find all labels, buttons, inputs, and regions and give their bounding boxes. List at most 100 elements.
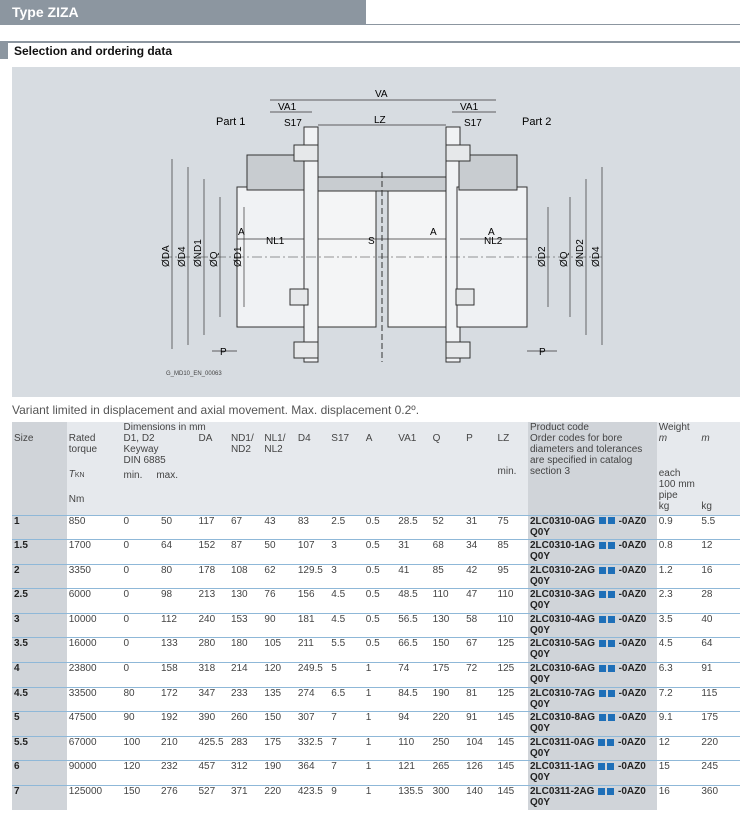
cell-lz: 145 xyxy=(495,760,528,786)
cell-weight-m2: 91 xyxy=(699,662,740,688)
header-nd-1: ND1/ xyxy=(230,433,254,444)
option-square-icon xyxy=(598,566,606,574)
cell-nl: 120 xyxy=(262,662,296,688)
header-kg1: kg xyxy=(658,501,670,512)
dim-q-left: ØQ xyxy=(209,251,220,267)
section-header: Selection and ordering data xyxy=(0,41,740,59)
header-pipe2: pipe xyxy=(658,490,678,501)
cell-a: 0.5 xyxy=(363,563,397,589)
cell-a: 1 xyxy=(363,785,397,811)
bolt-left-bottom xyxy=(293,341,319,359)
cell-d4: 107 xyxy=(295,539,330,565)
cell-min: 100 xyxy=(121,735,159,761)
cell-q: 265 xyxy=(430,760,465,786)
option-square-icon xyxy=(607,738,615,746)
header-dimensions: Dimensions in mm xyxy=(121,422,528,433)
dim-q-right: ØQ xyxy=(559,251,570,267)
cell-weight-m1: 0.8 xyxy=(656,539,700,565)
bolt-left-mid xyxy=(289,288,309,306)
cell-torque: 33500 xyxy=(66,686,122,712)
option-square-icon xyxy=(607,566,615,574)
cell-nd: 214 xyxy=(228,662,263,688)
cell-weight-m1: 16 xyxy=(656,785,700,811)
option-square-icon xyxy=(607,541,615,549)
cell-a: 1 xyxy=(363,760,397,786)
cell-max: 98 xyxy=(159,588,197,614)
code-suffix: -0AZ0 xyxy=(618,638,647,650)
cell-weight-m2: 40 xyxy=(699,612,740,638)
page-header: Type ZIZA xyxy=(0,0,366,25)
dim-d4-left: ØD4 xyxy=(177,246,188,267)
option-square-icon xyxy=(598,689,606,697)
cell-q: 300 xyxy=(430,785,465,811)
cell-max: 50 xyxy=(159,514,197,540)
header-tkn: TKN xyxy=(69,469,120,480)
table-header-row-2: Size Rated torque TKN Nm D1, D2 Keyway D… xyxy=(12,433,740,515)
coupling-drawing-svg: VA VA1 VA1 S17 S17 LZ Part 1 Part 2 A NL… xyxy=(161,89,603,377)
dim-nd2: ØND2 xyxy=(575,239,586,267)
cell-torque: 125000 xyxy=(66,785,122,811)
selection-table: Dimensions in mm Product code Weight Siz… xyxy=(12,422,740,811)
cell-da: 178 xyxy=(196,563,229,589)
option-square-icon xyxy=(598,640,606,648)
cell-d4: 274 xyxy=(295,686,330,712)
cell-q: 85 xyxy=(430,563,465,589)
cell-p: 72 xyxy=(464,662,496,688)
cell-nd: 233 xyxy=(228,686,263,712)
dim-da: ØDA xyxy=(161,245,172,267)
cell-nl: 150 xyxy=(262,711,296,737)
cell-weight-m1: 12 xyxy=(656,735,700,761)
code-prefix: 2LC0310-2AG xyxy=(529,564,596,576)
cell-nl: 50 xyxy=(262,539,296,565)
cell-size: 3.5 xyxy=(12,637,67,663)
cell-size: 2 xyxy=(12,563,67,589)
cell-size: 1 xyxy=(12,514,67,540)
code-prefix: 2LC0311-0AG xyxy=(529,736,595,748)
cell-va1: 74 xyxy=(396,662,431,688)
cell-p: 140 xyxy=(464,785,496,811)
cell-a: 1 xyxy=(363,662,397,688)
cell-d4: 307 xyxy=(295,711,330,737)
cell-p: 81 xyxy=(464,686,496,712)
dim-nl1: NL1 xyxy=(266,236,285,247)
cell-weight-m2: 5.5 xyxy=(699,514,740,540)
cell-max: 64 xyxy=(159,539,197,565)
cell-a: 0.5 xyxy=(363,637,397,663)
cell-va1: 121 xyxy=(396,760,431,786)
cell-p: 126 xyxy=(464,760,496,786)
cell-torque: 67000 xyxy=(66,735,122,761)
cell-va1: 56.5 xyxy=(396,612,431,638)
coupling-drawing: VA VA1 VA1 S17 S17 LZ Part 1 Part 2 A NL… xyxy=(12,67,740,397)
cell-weight-m2: 220 xyxy=(699,735,740,761)
cell-nl: 135 xyxy=(262,686,296,712)
header-max: max. xyxy=(156,470,178,481)
dim-lz: LZ xyxy=(374,115,386,126)
cell-va1: 94 xyxy=(396,711,431,737)
option-square-icon xyxy=(598,615,606,623)
cell-da: 152 xyxy=(196,539,229,565)
header-order-note: Order codes for bore diameters and toler… xyxy=(527,433,657,515)
cell-weight-m2: 245 xyxy=(699,760,740,786)
cell-weight-m1: 2.3 xyxy=(656,588,700,614)
header-q: Q xyxy=(430,433,465,515)
code-line2: Q0Y xyxy=(529,551,550,563)
header-pipe: 100 mm xyxy=(658,479,695,490)
part1-label: Part 1 xyxy=(216,116,245,128)
header-d4: D4 xyxy=(295,433,330,515)
header-rated-torque: Rated torque TKN Nm xyxy=(66,433,122,515)
bolt-left-top xyxy=(293,144,319,162)
bolt-right-bottom xyxy=(445,341,471,359)
cell-d4: 332.5 xyxy=(295,735,330,761)
option-square-icon xyxy=(598,714,606,722)
header-keyway-text: Keyway xyxy=(123,444,159,455)
cell-s17: 6.5 xyxy=(329,686,364,712)
header-nl: NL1/NL2 xyxy=(262,433,296,515)
header-nd-2: ND2 xyxy=(230,444,251,455)
code-line2: Q0Y xyxy=(529,674,550,686)
option-square-icon xyxy=(598,664,606,672)
